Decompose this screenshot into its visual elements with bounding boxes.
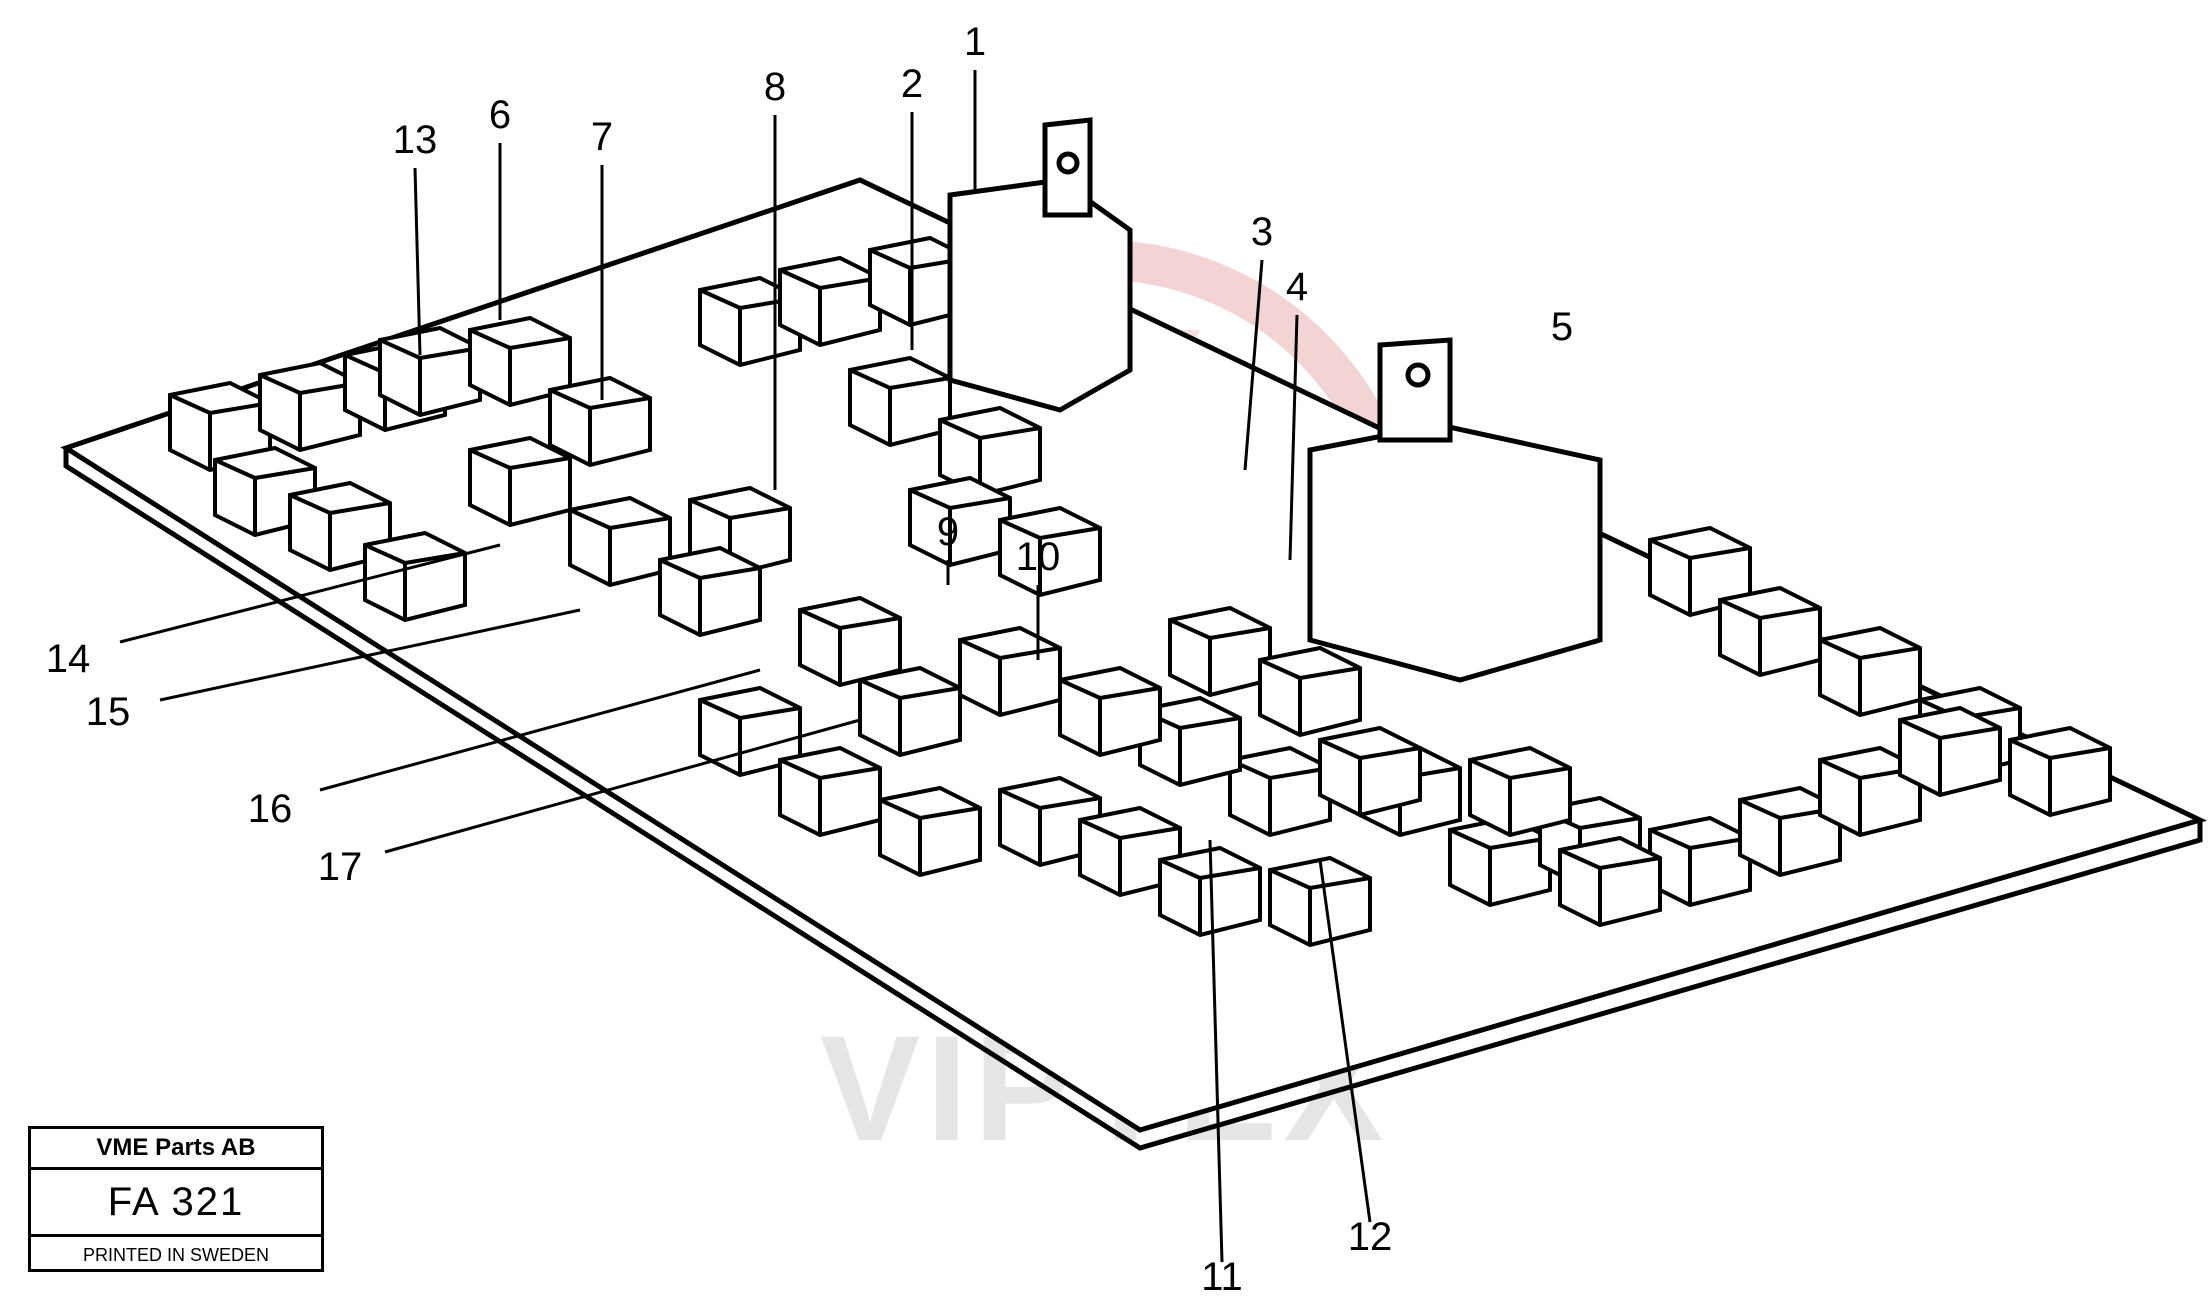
component-block (778, 745, 882, 838)
component-block (908, 475, 1012, 568)
callout-3: 3 (1251, 210, 1273, 254)
callout-17: 17 (318, 845, 363, 889)
component-block (998, 505, 1102, 598)
callout-13: 13 (393, 118, 438, 162)
leader-line-12 (1318, 859, 1372, 1223)
component-block (2008, 725, 2112, 818)
component-block (1718, 585, 1822, 678)
component-block (1318, 725, 1422, 818)
component-block (1898, 705, 2002, 798)
component-block (658, 545, 762, 638)
callout-10: 10 (1016, 535, 1061, 579)
component-block (1268, 855, 1372, 948)
callout-4: 4 (1286, 265, 1308, 309)
component-block (548, 375, 652, 468)
leader-line-11 (1208, 839, 1224, 1263)
component-block (378, 325, 482, 418)
callout-15: 15 (86, 690, 131, 734)
component-block (468, 435, 572, 528)
leader-line-4 (1288, 314, 1299, 561)
leader-line-17 (384, 718, 861, 854)
callout-5: 5 (1551, 305, 1573, 349)
title-block: VME Parts AB FA 321 PRINTED IN SWEDEN (28, 1126, 324, 1272)
callout-12: 12 (1348, 1215, 1393, 1259)
component-block (1558, 835, 1662, 928)
printed-note: PRINTED IN SWEDEN (82, 1245, 269, 1265)
company-name: VME Parts AB (31, 1129, 321, 1170)
figure-code: FA 321 (31, 1170, 321, 1237)
callout-8: 8 (764, 65, 786, 109)
component-block (1818, 625, 1922, 718)
component-block (468, 315, 572, 408)
component-block (568, 495, 672, 588)
callout-14: 14 (46, 637, 91, 681)
component-block (858, 665, 962, 758)
relay-1 (947, 117, 1133, 413)
relay-5 (1307, 337, 1603, 683)
component-block (798, 595, 902, 688)
callout-11: 11 (1201, 1255, 1243, 1299)
leader-line-3 (1243, 259, 1264, 471)
component-block (1648, 815, 1752, 908)
leader-line-15 (159, 608, 581, 702)
component-block (363, 530, 467, 623)
component-block (1058, 665, 1162, 758)
callout-7: 7 (591, 115, 613, 159)
leader-line-13 (413, 167, 422, 356)
leader-line-16 (319, 668, 761, 792)
component-block (1228, 745, 1332, 838)
leader-lines (119, 70, 1372, 1263)
component-block (1168, 605, 1272, 698)
callout-2: 2 (901, 62, 923, 106)
component-block (848, 355, 952, 448)
component-block (1078, 805, 1182, 898)
component-block (878, 785, 982, 878)
component-block (778, 255, 882, 348)
component-block (1448, 815, 1552, 908)
callout-9: 9 (937, 510, 959, 554)
callout-1: 1 (964, 20, 986, 64)
callout-16: 16 (248, 787, 293, 831)
board-components (168, 235, 2112, 948)
component-block (1468, 745, 1572, 838)
component-block (258, 360, 362, 453)
callout-6: 6 (489, 93, 511, 137)
component-block (1258, 645, 1362, 738)
leader-line-14 (119, 543, 501, 644)
component-block (958, 625, 1062, 718)
